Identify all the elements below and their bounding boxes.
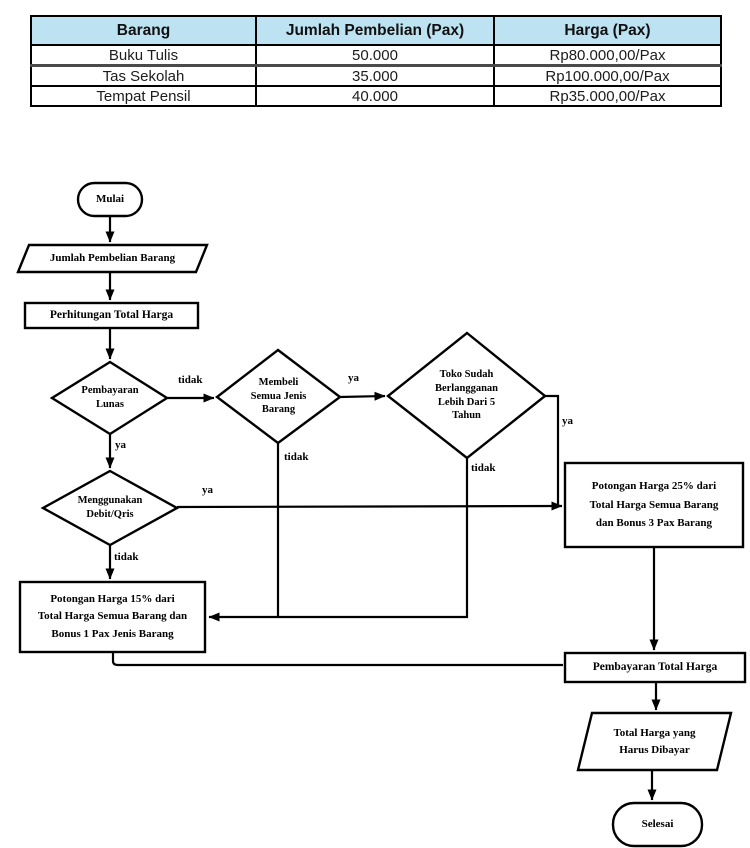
- table-row: Tas Sekolah 35.000 Rp100.000,00/Pax: [30, 64, 722, 87]
- end-shape: [611, 801, 704, 848]
- discount15-shape: [18, 580, 207, 654]
- table-row: Tempat Pensil 40.000 Rp35.000,00/Pax: [30, 85, 722, 107]
- table-cell: Tempat Pensil: [30, 85, 257, 107]
- table-cell: Buku Tulis: [30, 44, 257, 67]
- edge-langganan-tidak: [208, 458, 469, 622]
- table-cell: Rp100.000,00/Pax: [493, 64, 722, 87]
- table-header-row: Barang Jumlah Pembelian (Pax) Harga (Pax…: [30, 15, 722, 46]
- decision-langganan-shape: [386, 331, 547, 460]
- decision-semua-shape: [215, 348, 343, 445]
- decision-debit-shape: [40, 469, 180, 547]
- table-cell: Rp80.000,00/Pax: [493, 44, 722, 67]
- input-shape: [16, 243, 209, 274]
- edge-discount15-payment: [111, 652, 563, 667]
- discount25-shape: [563, 461, 745, 549]
- price-table: Barang Jumlah Pembelian (Pax) Harga (Pax…: [30, 15, 722, 107]
- table-cell: 40.000: [255, 85, 495, 107]
- decision-lunas-shape: [49, 360, 170, 436]
- table-cell: Rp35.000,00/Pax: [493, 85, 722, 107]
- process-total-shape: [23, 301, 200, 330]
- edge-semua-ya: [339, 391, 386, 401]
- table-header-jumlah: Jumlah Pembelian (Pax): [255, 15, 495, 46]
- table-header-barang: Barang: [30, 15, 257, 46]
- output-shape: [576, 711, 733, 772]
- edge-langganan-ya: [545, 394, 560, 506]
- edge-debit-ya: [176, 501, 563, 511]
- table-header-harga: Harga (Pax): [493, 15, 722, 46]
- table-cell: 50.000: [255, 44, 495, 67]
- table-cell: Tas Sekolah: [30, 64, 257, 87]
- table-row: Buku Tulis 50.000 Rp80.000,00/Pax: [30, 44, 722, 67]
- start-shape: [76, 181, 144, 218]
- payment-shape: [563, 651, 747, 684]
